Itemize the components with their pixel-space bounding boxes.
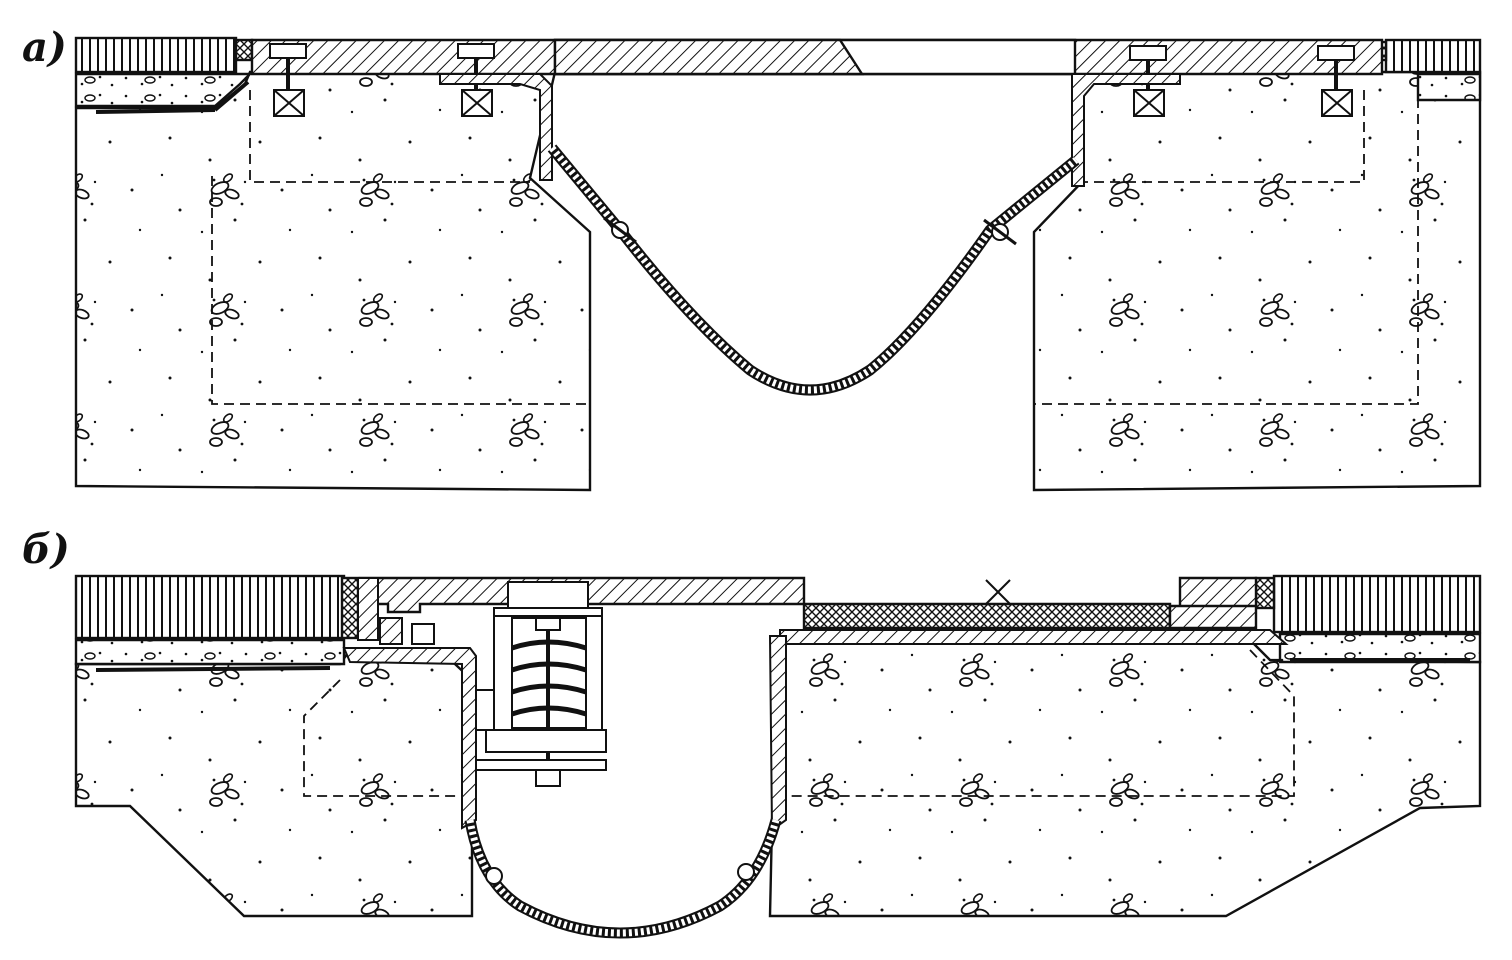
panel-a-drawing bbox=[74, 36, 1482, 492]
panel-b-right-concrete-block bbox=[768, 638, 1482, 918]
panel-b-rubber-compensator bbox=[464, 818, 782, 939]
panel-a-rubber-compensator bbox=[547, 144, 1080, 396]
panel-a-right-pavement bbox=[1384, 38, 1482, 74]
panel-a-label: а) bbox=[22, 24, 67, 71]
panel-b-right-pavement bbox=[1272, 574, 1482, 634]
panel-a-bolts bbox=[269, 43, 1355, 90]
panel-b-label: б) bbox=[22, 526, 70, 573]
panel-a-right-concrete-block bbox=[1032, 70, 1482, 492]
panel-b-elastic-pad bbox=[802, 602, 1172, 630]
panel-a-left-concrete-block bbox=[74, 70, 592, 492]
panel-b-left-concrete-block bbox=[74, 648, 474, 918]
panel-a-left-pavement bbox=[74, 36, 238, 74]
panel-b-drawing bbox=[74, 574, 1482, 939]
panel-b-spring-damper bbox=[475, 581, 607, 787]
panel-b-left-pavement bbox=[74, 574, 346, 640]
